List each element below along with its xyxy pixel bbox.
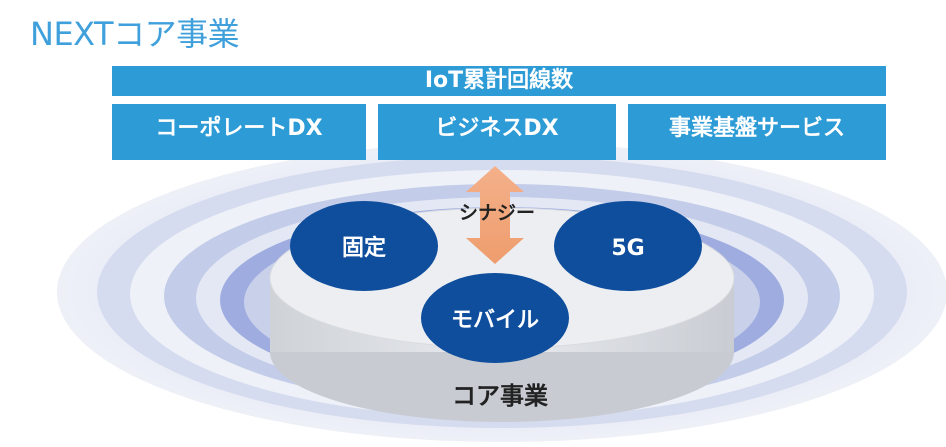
service-corporate-dx: コーポレートDX [112, 104, 366, 160]
page-title: NEXTコア事業 [30, 15, 240, 53]
service-business-platform: 事業基盤サービス [628, 104, 886, 160]
synergy-label: シナジー [459, 202, 535, 224]
circle-fixed [290, 201, 438, 291]
core-business-label: コア事業 [452, 382, 548, 410]
iot-lines-bar: IoT累計回線数 [112, 66, 886, 96]
circle-mobile [421, 273, 569, 363]
synergy-arrow [466, 166, 524, 264]
circle-mobile-label: モバイル [451, 308, 539, 333]
service-business-dx: ビジネスDX [378, 104, 616, 160]
circle-5g-label: 5G [611, 236, 644, 261]
circle-5g [554, 201, 702, 291]
circle-fixed-label: 固定 [342, 235, 386, 261]
